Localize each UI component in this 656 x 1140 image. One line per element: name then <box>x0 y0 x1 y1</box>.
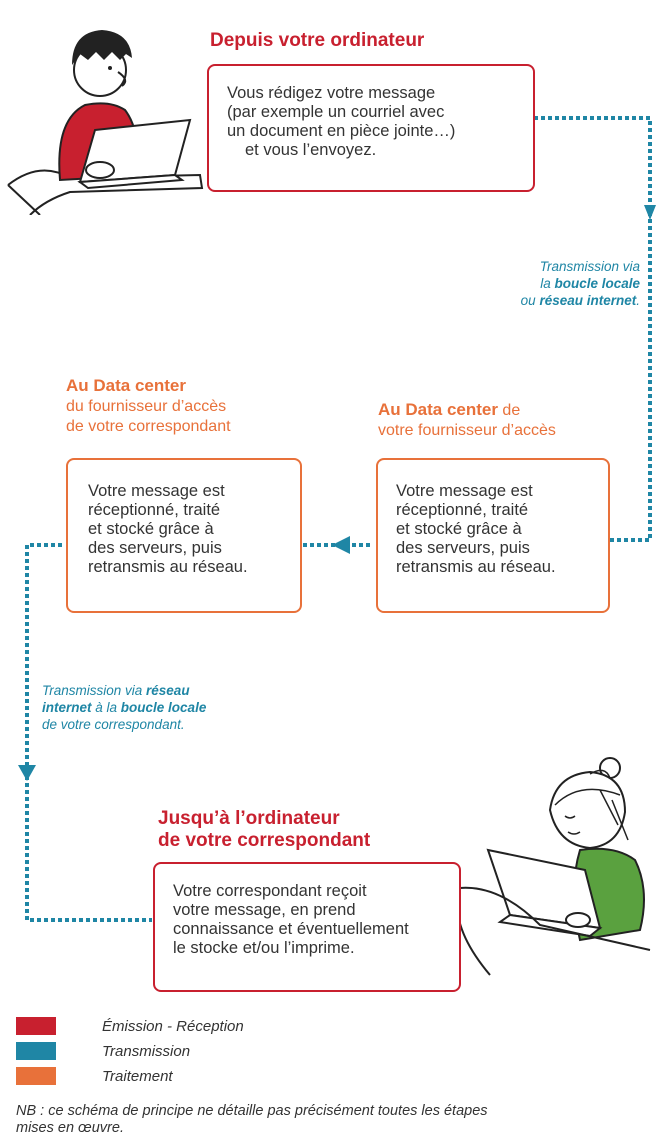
step1-line: un document en pièce jointe…) <box>227 122 456 140</box>
transmission-note-1: Transmission via la boucle locale ou rés… <box>521 258 640 309</box>
step3-line: Votre message est <box>88 482 225 500</box>
step2-line: des serveurs, puis <box>396 539 530 557</box>
legend-item-traitement: Traitement <box>16 1067 173 1085</box>
legend-item-transmission: Transmission <box>16 1042 190 1060</box>
legend-swatch-emission <box>16 1017 56 1035</box>
transmission-note-2-line: de votre correspondant. <box>42 717 185 732</box>
step2-line: Votre message est <box>396 482 533 500</box>
step4-line: Votre correspondant reçoit <box>173 882 367 900</box>
legend-swatch-transmission <box>16 1042 56 1060</box>
arrow-left-icon <box>332 536 350 554</box>
step3-line: réceptionné, traité <box>88 501 221 519</box>
connector-1 <box>534 116 652 542</box>
step1-line: et vous l’envoyez. <box>245 141 377 159</box>
footnote-line: mises en œuvre. <box>16 1120 124 1136</box>
step3-line: retransmis au réseau. <box>88 558 248 576</box>
footnote-line: NB : ce schéma de principe ne détaille p… <box>16 1103 488 1119</box>
step1-line: (par exemple un courriel avec <box>227 103 445 121</box>
step4-line: votre message, en prend <box>173 901 356 919</box>
step1-box: Vous rédigez votre message (par exemple … <box>207 64 535 192</box>
step3-line: des serveurs, puis <box>88 539 222 557</box>
legend-label-emission: Émission - Réception <box>102 1017 244 1035</box>
legend-swatch-traitement <box>16 1067 56 1085</box>
arrow-down-left-icon <box>18 765 36 781</box>
step2-line: retransmis au réseau. <box>396 558 556 576</box>
step3-line: et stocké grâce à <box>88 520 214 538</box>
transmission-note-2: Transmission via réseau internet à la bo… <box>42 682 206 733</box>
legend-label-transmission: Transmission <box>102 1042 191 1060</box>
step2-line: réceptionné, traité <box>396 501 529 519</box>
legend-label-traitement: Traitement <box>102 1067 173 1085</box>
step2-line: et stocké grâce à <box>396 520 522 538</box>
step3-box: Votre message est réceptionné, traité et… <box>66 458 302 613</box>
step2-title: Au Data center de votre fournisseur d’ac… <box>378 400 556 439</box>
step3-title: Au Data center du fournisseur d’accès de… <box>66 376 231 435</box>
step2-box: Votre message est réceptionné, traité et… <box>376 458 610 613</box>
step4-line: le stocke et/ou l’imprime. <box>173 939 355 957</box>
step1-line: Vous rédigez votre message <box>227 84 436 102</box>
transmission-note-1-line: la boucle locale <box>540 276 640 291</box>
sender-illustration <box>7 30 204 215</box>
recipient-illustration <box>456 757 651 976</box>
arrow-down-right-icon <box>644 205 656 220</box>
footnote: NB : ce schéma de principe ne détaille p… <box>16 1103 488 1137</box>
connector-3 <box>25 543 152 922</box>
transmission-note-1-line: ou réseau internet. <box>520 293 640 308</box>
step4-box: Votre correspondant reçoit votre message… <box>153 862 461 992</box>
transmission-note-2-line: Transmission via réseau <box>42 683 190 698</box>
transmission-note-1-line: Transmission via <box>539 259 640 274</box>
step4-line: connaissance et éventuellement <box>173 920 409 938</box>
step4-title: Jusqu’à l’ordinateur de votre correspond… <box>158 808 371 851</box>
legend-item-emission: Émission - Réception <box>16 1017 244 1035</box>
transmission-note-2-line: internet à la boucle locale <box>42 700 207 715</box>
step1-title: Depuis votre ordinateur <box>210 30 425 51</box>
